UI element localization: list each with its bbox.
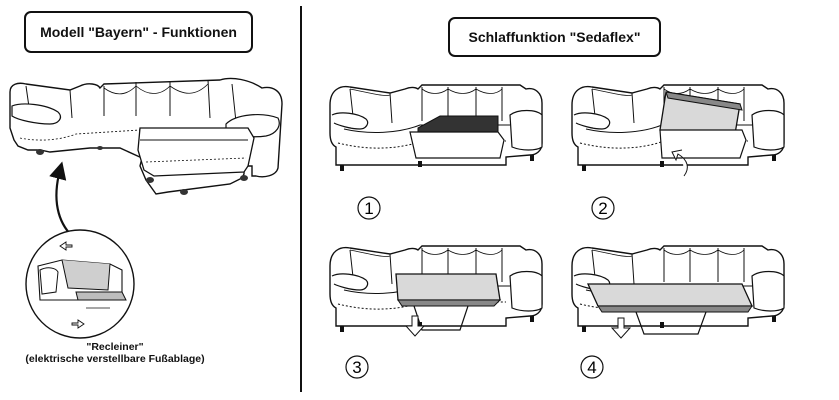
rotate-arrow-icon <box>71 319 85 329</box>
pull-down-arrow-icon <box>404 315 426 337</box>
step-2-number: 2 <box>598 199 607 218</box>
recliner-label: "Recleiner" <box>86 341 144 353</box>
sleep-function-title-box: Schlaffunktion "Sedaflex" <box>448 17 661 57</box>
step-4-illustration <box>571 245 785 339</box>
step-1-badge: 1 <box>357 196 381 220</box>
step-3-number: 3 <box>352 358 361 377</box>
lift-arrow-icon <box>671 149 688 177</box>
model-title-box: Modell "Bayern" - Funktionen <box>24 11 253 53</box>
bayern-sofa-illustration <box>9 77 283 195</box>
pointer-arrow-icon <box>49 161 73 237</box>
rotate-arrow-icon <box>59 241 73 251</box>
step-1-number: 1 <box>364 199 373 218</box>
step-4-badge: 4 <box>580 355 604 379</box>
step-3-badge: 3 <box>345 355 369 379</box>
step-2-badge: 2 <box>591 196 615 220</box>
step-4-number: 4 <box>587 358 596 377</box>
recliner-detail-illustration <box>25 229 135 339</box>
pull-down-arrow-icon <box>610 317 632 339</box>
sleep-function-title: Schlaffunktion "Sedaflex" <box>468 29 641 45</box>
step-2-illustration <box>571 84 785 177</box>
step-3-illustration <box>329 245 543 337</box>
step-1-illustration <box>329 84 543 172</box>
recliner-sublabel: (elektrische verstellbare Fußablage) <box>25 353 205 365</box>
model-title: Modell "Bayern" - Funktionen <box>40 24 237 40</box>
vertical-divider <box>300 6 302 392</box>
